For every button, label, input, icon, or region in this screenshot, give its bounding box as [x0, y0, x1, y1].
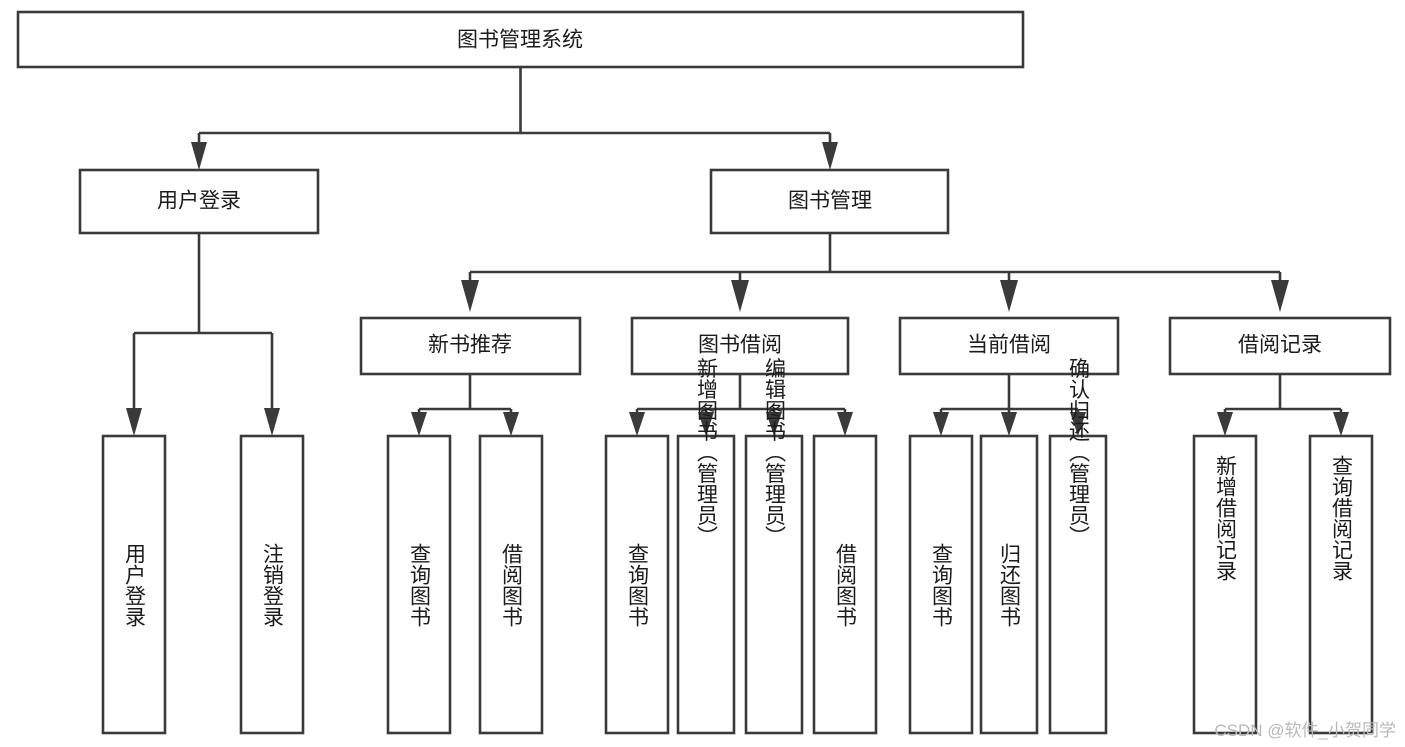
node-leaf-query-book-1[interactable]: 查询图书 [386, 434, 452, 735]
arrowhead-book-manage [822, 142, 838, 170]
node-leaf-query-record-box[interactable] [1308, 434, 1374, 735]
node-leaf-add-book-box[interactable] [676, 434, 736, 735]
node-leaf-edit-book-box[interactable] [744, 434, 804, 735]
node-new-book-rec-label: 新书推荐 [428, 334, 512, 357]
node-leaf-query-book-2-label: 查询图书 [626, 543, 650, 627]
node-leaf-confirm-return-label: 确认归还（管理员） [1067, 358, 1091, 547]
watermark-text: CSDN @软件_小贺同学 [1214, 721, 1396, 740]
node-book-manage-box[interactable] [709, 168, 950, 235]
node-new-book-rec-box[interactable] [359, 316, 582, 376]
arrowhead-query-book-2 [629, 412, 645, 436]
node-leaf-edit-book[interactable]: 编辑图书（管理员） [744, 358, 804, 735]
node-leaf-return-book-label: 归还图书 [998, 543, 1022, 627]
node-leaf-add-book[interactable]: 新增图书（管理员） [676, 358, 736, 735]
node-leaf-query-book-2-box[interactable] [604, 434, 670, 735]
node-leaf-edit-book-label: 编辑图书（管理员） [763, 358, 787, 547]
node-current-borrow-label: 当前借阅 [967, 334, 1051, 357]
edge-group-borrow-record-to-leaves [1217, 374, 1349, 436]
node-leaf-user-login-box[interactable] [101, 434, 167, 735]
node-borrow-record[interactable]: 借阅记录 [1168, 316, 1392, 376]
arrowhead-leaf-user-logout [264, 408, 280, 436]
node-leaf-query-book-3-box[interactable] [908, 434, 974, 735]
node-book-borrow[interactable]: 图书借阅 [630, 316, 850, 376]
node-leaf-user-logout-box[interactable] [239, 434, 305, 735]
node-current-borrow-box[interactable] [898, 316, 1120, 376]
node-leaf-return-book[interactable]: 归还图书 [979, 434, 1039, 735]
node-leaf-borrow-book-2-label: 借阅图书 [834, 543, 858, 627]
arrowhead-borrow-book-1 [503, 412, 519, 436]
node-current-borrow[interactable]: 当前借阅 [898, 316, 1120, 376]
node-book-manage[interactable]: 图书管理 [709, 168, 950, 235]
arrowhead-edit-book [766, 412, 782, 436]
node-leaf-add-record[interactable]: 新增借阅记录 [1192, 434, 1258, 735]
node-leaf-query-book-1-label: 查询图书 [408, 543, 432, 627]
arrowhead-book-borrow [731, 280, 749, 312]
node-leaf-query-record-label: 查询借阅记录 [1330, 455, 1354, 581]
node-leaf-borrow-book-2-box[interactable] [812, 434, 878, 735]
node-leaf-add-record-label: 新增借阅记录 [1214, 455, 1238, 581]
node-leaf-query-book-3[interactable]: 查询图书 [908, 434, 974, 735]
node-root[interactable]: 图书管理系统 [16, 10, 1025, 69]
node-book-borrow-box[interactable] [630, 316, 850, 376]
node-borrow-record-box[interactable] [1168, 316, 1392, 376]
node-borrow-record-label: 借阅记录 [1238, 334, 1322, 357]
arrowhead-add-record [1217, 412, 1233, 436]
node-book-borrow-label: 图书借阅 [698, 334, 782, 357]
node-user-login-label: 用户登录 [157, 190, 241, 213]
node-leaf-query-book-1-box[interactable] [386, 434, 452, 735]
arrowhead-user-login [191, 142, 207, 170]
node-leaf-query-record[interactable]: 查询借阅记录 [1308, 434, 1374, 735]
arrowhead-current-borrow [1000, 280, 1018, 312]
node-leaf-add-record-box[interactable] [1192, 434, 1258, 735]
node-user-login-box[interactable] [78, 168, 320, 235]
node-leaf-borrow-book-1-label: 借阅图书 [500, 543, 524, 627]
node-leaf-borrow-book-1[interactable]: 借阅图书 [478, 434, 544, 735]
edge-group-new-book-rec-to-leaves [411, 374, 519, 436]
node-root-label: 图书管理系统 [457, 29, 583, 52]
node-leaf-confirm-return[interactable]: 确认归还（管理员） [1048, 358, 1108, 735]
edge-group-root-to-level2 [191, 67, 838, 170]
arrowhead-query-book-1 [411, 412, 427, 436]
arrowhead-borrow-record [1271, 280, 1289, 312]
arrowhead-borrow-book-2 [837, 412, 853, 436]
arrowhead-new-book-rec [461, 280, 479, 312]
edge-group-current-borrow-to-leaves [933, 374, 1086, 436]
arrowhead-query-book-3 [933, 412, 949, 436]
arrowhead-query-record [1333, 412, 1349, 436]
edge-group-book-manage-to-level3 [461, 233, 1289, 312]
node-leaf-add-book-label: 新增图书（管理员） [695, 358, 719, 547]
node-new-book-rec[interactable]: 新书推荐 [359, 316, 582, 376]
node-root-box[interactable] [16, 10, 1025, 69]
arrowhead-return-book [1001, 412, 1017, 436]
node-leaf-confirm-return-box[interactable] [1048, 434, 1108, 735]
node-leaf-user-login[interactable]: 用户登录 [101, 434, 167, 735]
node-book-manage-label: 图书管理 [788, 190, 872, 213]
edge-group-user-login-to-leaves [126, 233, 280, 436]
edge-group-book-borrow-to-leaves [629, 374, 853, 436]
node-user-login[interactable]: 用户登录 [78, 168, 320, 235]
node-leaf-query-book-2[interactable]: 查询图书 [604, 434, 670, 735]
arrowhead-confirm-return [1070, 412, 1086, 436]
node-leaf-return-book-box[interactable] [979, 434, 1039, 735]
arrowhead-add-book [698, 412, 714, 436]
node-leaf-user-logout[interactable]: 注销登录 [239, 434, 305, 735]
node-leaf-user-login-label: 用户登录 [123, 543, 147, 627]
node-leaf-query-book-3-label: 查询图书 [930, 543, 954, 627]
node-leaf-user-logout-label: 注销登录 [261, 543, 285, 627]
node-leaf-borrow-book-2[interactable]: 借阅图书 [812, 434, 878, 735]
arrowhead-leaf-user-login [126, 408, 142, 436]
node-leaf-borrow-book-1-box[interactable] [478, 434, 544, 735]
